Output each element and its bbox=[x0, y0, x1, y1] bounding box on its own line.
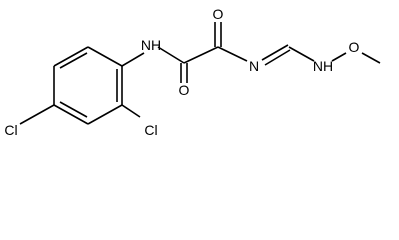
bond-ring-1 bbox=[87, 46, 123, 67]
atom-o-carbonyl-bottom: O bbox=[179, 82, 190, 98]
structure-diagram: NH O O N NH O Cl Cl bbox=[4, 6, 381, 138]
atom-cl-left: Cl bbox=[4, 122, 17, 138]
bond-nh-o bbox=[331, 52, 347, 62]
bond-ring-5 bbox=[87, 104, 123, 125]
atom-nh-amide: NH bbox=[141, 37, 161, 53]
atom-o-methoxy: O bbox=[349, 39, 360, 55]
bond-ring-nh bbox=[121, 52, 145, 67]
bond-ring-double-2 bbox=[59, 101, 88, 118]
bond-o-methyl bbox=[361, 52, 381, 64]
bond-ring-cl-right bbox=[121, 104, 141, 118]
bond-c1-c2 bbox=[183, 46, 219, 64]
atom-labels: NH O O N NH O Cl Cl bbox=[4, 6, 359, 138]
atom-cl-right: Cl bbox=[144, 122, 157, 138]
bond-ring-double-1 bbox=[59, 52, 88, 69]
bond-ring-4 bbox=[53, 104, 89, 125]
bond-ring-2 bbox=[53, 46, 89, 67]
bond-nh-carbonyl1 bbox=[157, 46, 185, 64]
bonds bbox=[19, 22, 381, 125]
bond-n-ch-b bbox=[264, 49, 291, 66]
atom-n-imine: N bbox=[249, 58, 259, 74]
bond-ring-cl-left bbox=[19, 104, 55, 125]
bond-c2-n bbox=[217, 46, 248, 62]
bond-n-ch-a bbox=[261, 44, 289, 61]
atom-nh-methoxyamine: NH bbox=[313, 58, 333, 74]
atom-o-carbonyl-top: O bbox=[213, 6, 224, 22]
bond-ch-nh bbox=[288, 46, 315, 62]
